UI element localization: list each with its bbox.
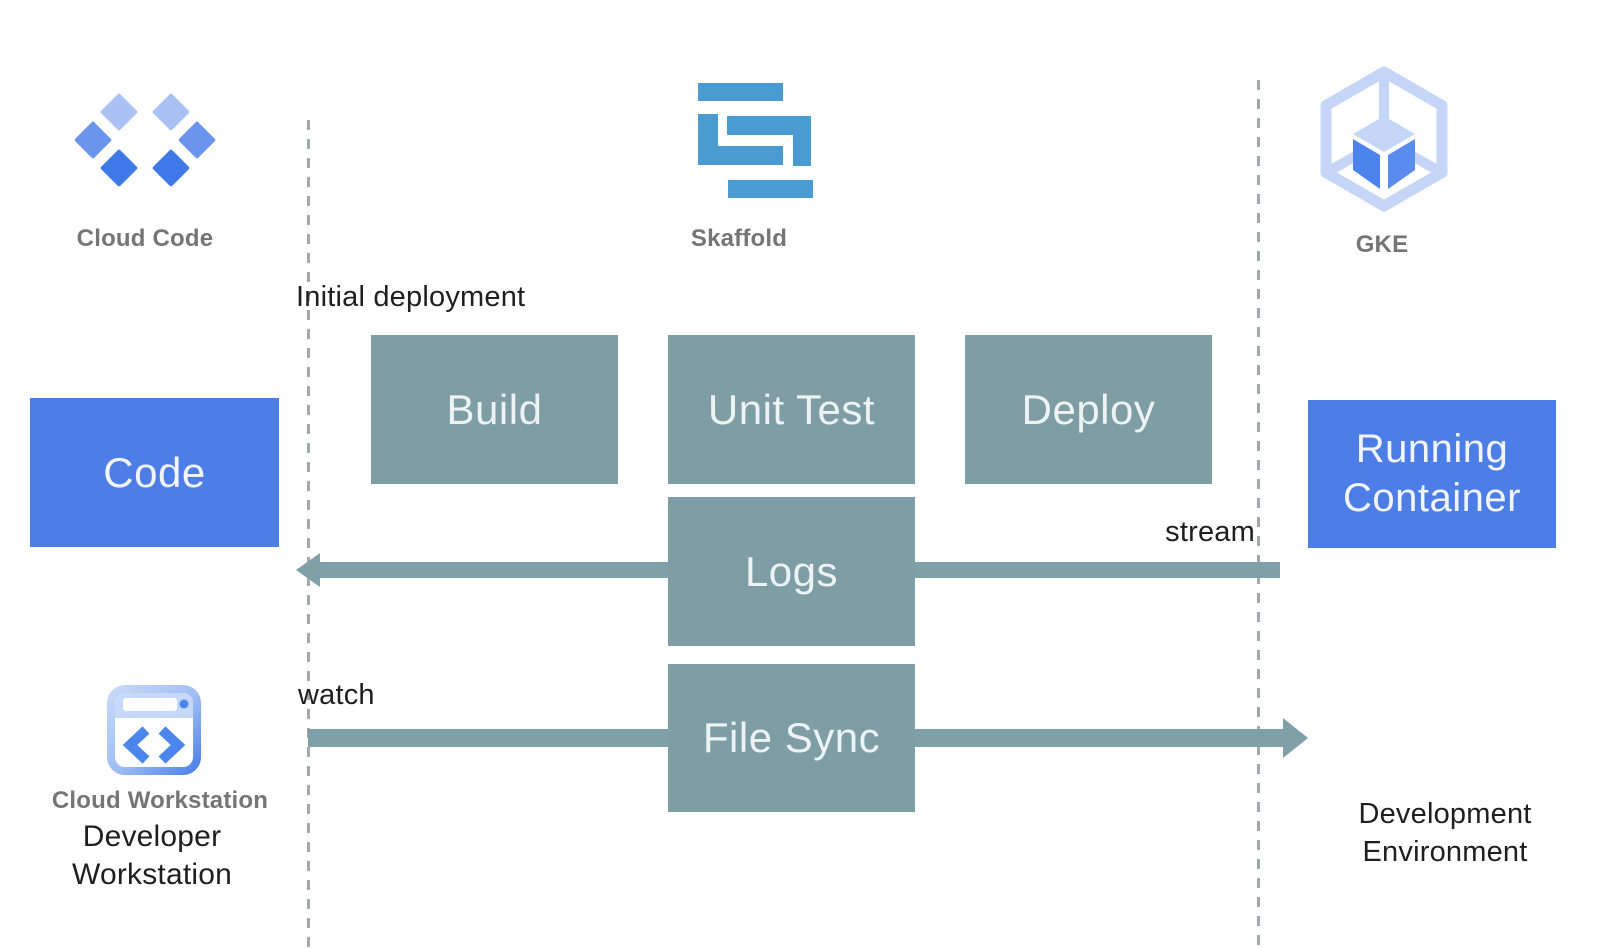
stream-label: stream (1165, 516, 1255, 548)
cloud-code-label: Cloud Code (76, 225, 214, 252)
watch-label: watch (298, 679, 375, 711)
initial-deployment-label: Initial deployment (296, 281, 526, 313)
watch-arrow-right-head-icon (1283, 718, 1308, 758)
left-boundary-dashed-line (307, 120, 310, 948)
stream-arrow-left-head-icon (296, 553, 320, 587)
gke-label: GKE (1355, 231, 1409, 258)
right-boundary-dashed-line (1257, 80, 1260, 948)
cloud-workstation-label: Cloud Workstation (51, 787, 269, 814)
developer-workstation-label: Developer Workstation (71, 820, 233, 891)
running-container-box-label: Running Container (1343, 427, 1521, 520)
unit-test-box: Unit Test (668, 335, 915, 484)
gke-icon (1320, 66, 1448, 219)
file-sync-box: File Sync (668, 664, 915, 812)
file-sync-box-label: File Sync (702, 714, 881, 761)
deploy-box: Deploy (965, 335, 1212, 484)
unit-test-box-label: Unit Test (707, 385, 876, 433)
cloud-workstation-icon (106, 684, 202, 781)
build-box: Build (371, 335, 618, 484)
build-box-label: Build (446, 385, 543, 433)
logs-box-label: Logs (744, 547, 839, 595)
code-box: Code (30, 398, 279, 547)
development-environment-label: Development Environment (1358, 798, 1532, 868)
code-box-label: Code (103, 448, 206, 496)
skaffold-label: Skaffold (690, 225, 788, 252)
running-container-box: Running Container (1308, 400, 1556, 548)
logs-box: Logs (668, 497, 915, 646)
cloud-code-icon (72, 91, 218, 196)
skaffold-icon (698, 80, 813, 203)
deploy-box-label: Deploy (1021, 385, 1156, 433)
